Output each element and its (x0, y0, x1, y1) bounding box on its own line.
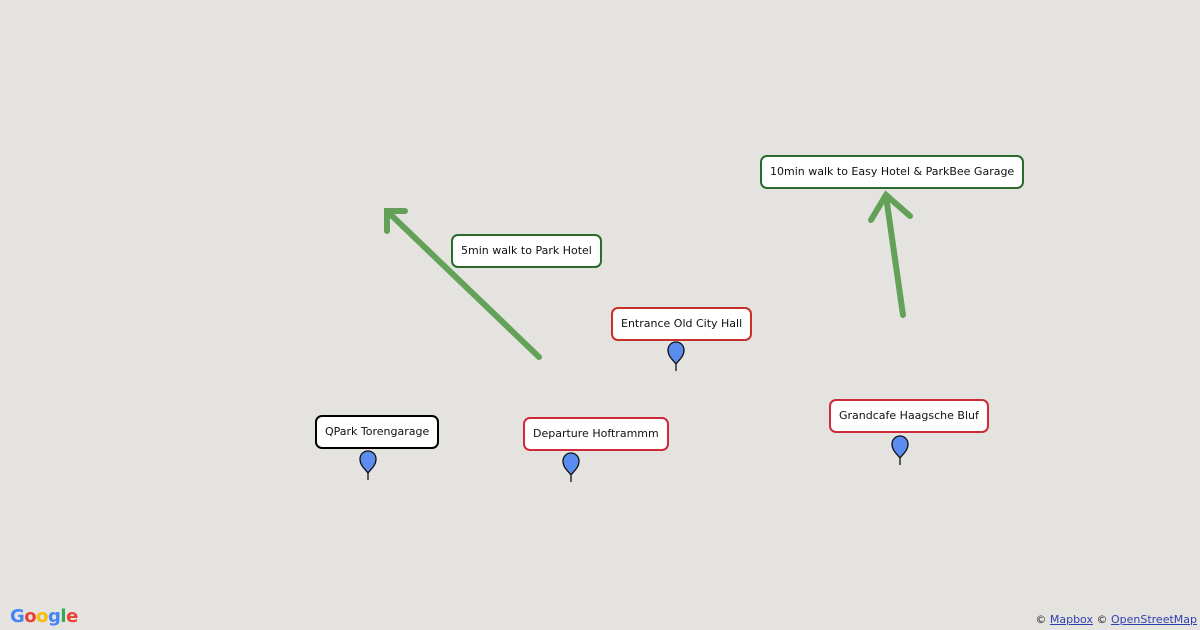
marker-label-grandcafe[interactable]: Grandcafe Haagsche Bluf (829, 399, 989, 433)
openstreetmap-link[interactable]: OpenStreetMap (1110, 613, 1197, 626)
map-pin-icon[interactable] (890, 434, 910, 466)
arrow-to-easy-hotel (868, 190, 913, 318)
copyright-symbol: © (1035, 613, 1047, 626)
map-pin-icon[interactable] (358, 449, 378, 481)
map-pin-icon[interactable] (561, 451, 581, 483)
mapbox-link[interactable]: Mapbox (1049, 613, 1093, 626)
annotation-park-hotel[interactable]: 5min walk to Park Hotel (451, 234, 602, 268)
annotation-easy-hotel[interactable]: 10min walk to Easy Hotel & ParkBee Garag… (760, 155, 1025, 189)
marker-label-entrance[interactable]: Entrance Old City Hall (611, 307, 753, 341)
map-pin-icon[interactable] (666, 340, 686, 372)
map-attribution: © Mapbox © OpenStreetMap (1035, 613, 1197, 626)
copyright-symbol: © (1096, 613, 1108, 626)
marker-label-qpark[interactable]: QPark Torengarage (315, 415, 440, 449)
google-logo[interactable]: Google (10, 606, 78, 627)
marker-label-departure[interactable]: Departure Hoftrammm (523, 417, 669, 451)
arrow-to-park-hotel (384, 208, 542, 360)
